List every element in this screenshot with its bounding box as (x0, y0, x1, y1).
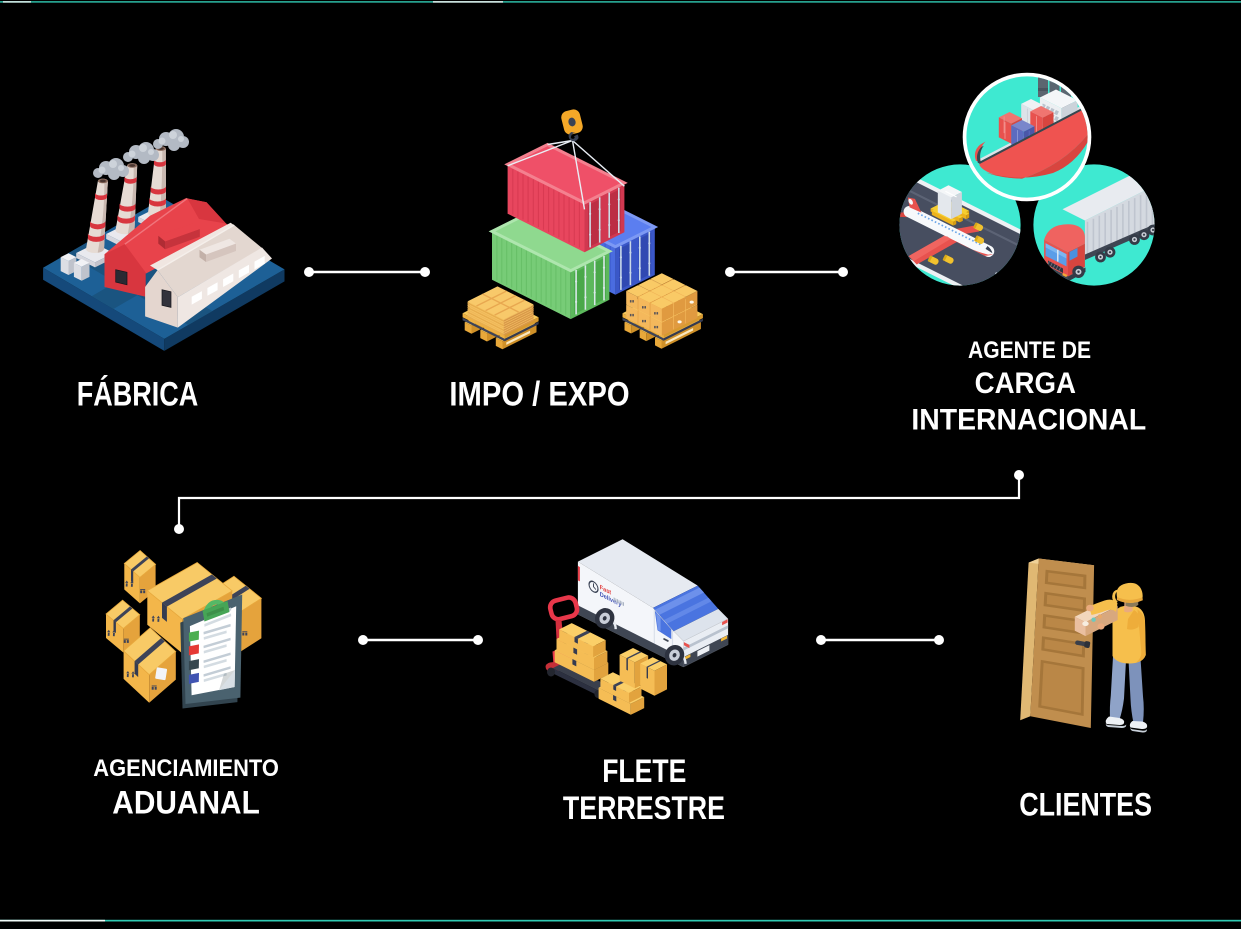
svg-text:AGENCIAMIENTO: AGENCIAMIENTO (93, 755, 279, 782)
svg-text:IMPO / EXPO: IMPO / EXPO (449, 376, 629, 414)
svg-text:ADUANAL: ADUANAL (112, 784, 259, 820)
svg-text:TERRESTRE: TERRESTRE (563, 790, 725, 826)
svg-text:CARGA: CARGA (975, 367, 1076, 400)
svg-text:AGENTE DE: AGENTE DE (968, 337, 1091, 364)
svg-text:FÁBRICA: FÁBRICA (77, 376, 199, 414)
svg-text:INTERNACIONAL: INTERNACIONAL (911, 403, 1146, 436)
svg-text:FLETE: FLETE (602, 753, 686, 789)
svg-text:CLIENTES: CLIENTES (1019, 786, 1152, 822)
svg-text:Fast: Fast (600, 584, 611, 597)
